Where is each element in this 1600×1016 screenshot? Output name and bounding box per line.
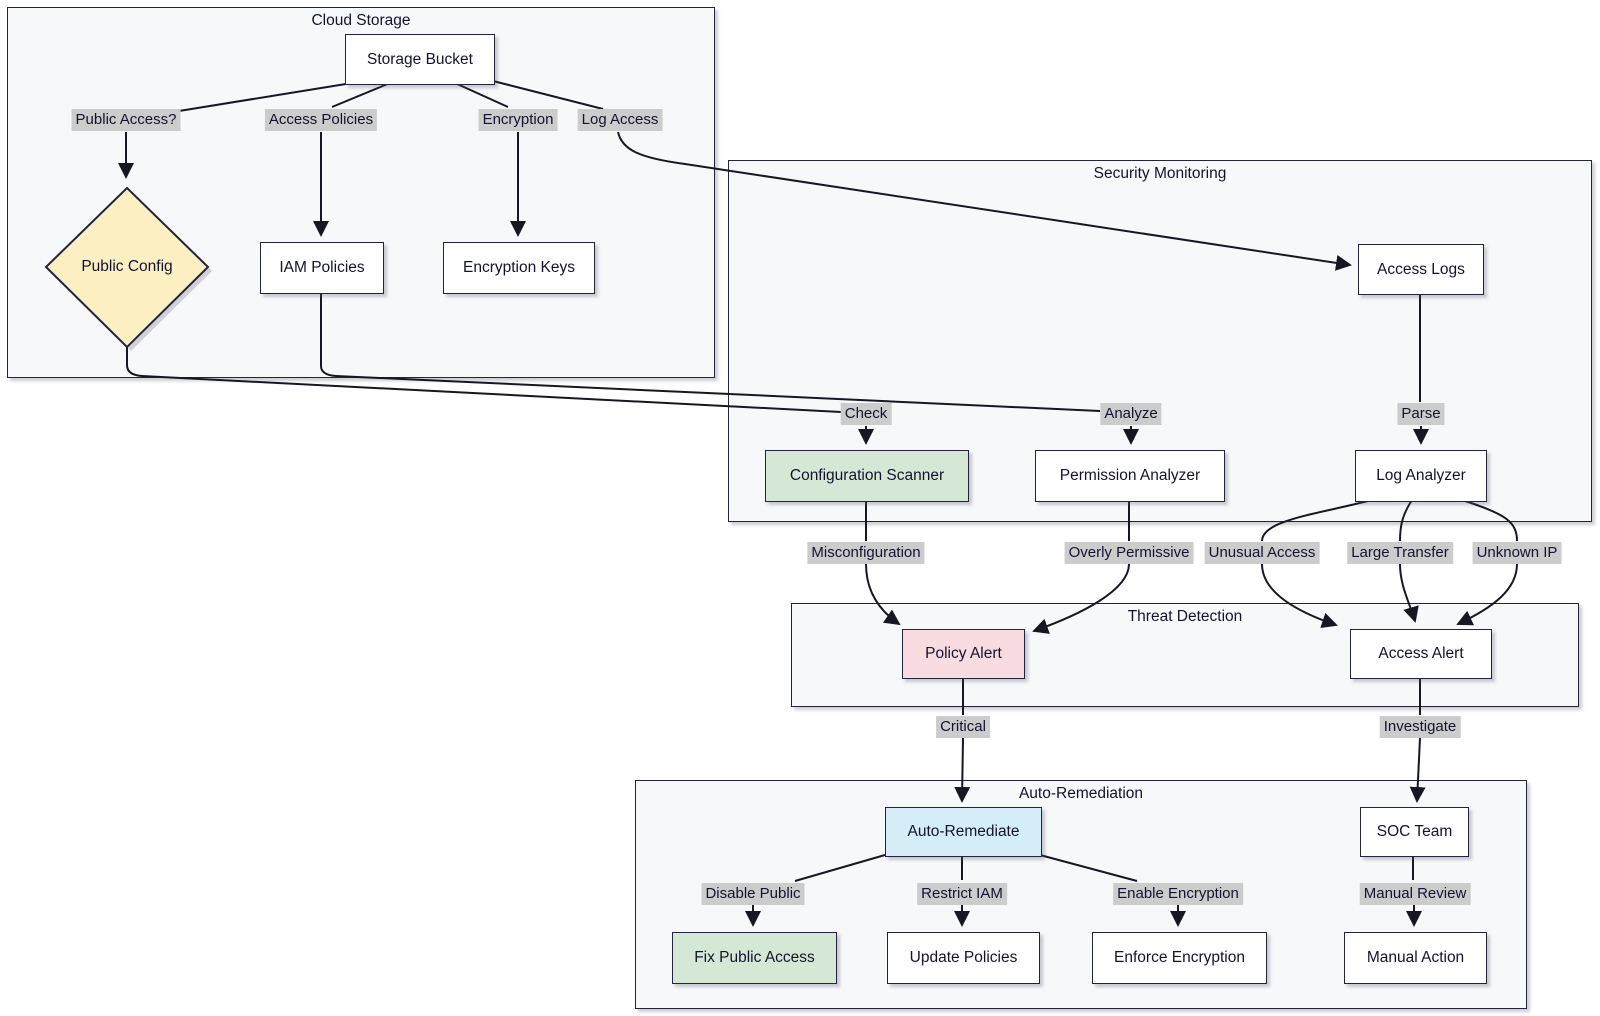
node-access-alert: Access Alert xyxy=(1350,629,1492,679)
edge-unknown-ip-to-access-alert xyxy=(1456,563,1518,626)
node-update-policies: Update Policies xyxy=(887,932,1040,984)
node-encryption-keys: Encryption Keys xyxy=(443,242,595,294)
node-enforce-encryption: Enforce Encryption xyxy=(1092,932,1267,984)
node-manual-action: Manual Action xyxy=(1344,932,1487,984)
edge-public-config-to-check-label xyxy=(126,347,842,413)
node-log-analyzer: Log Analyzer xyxy=(1355,450,1487,502)
edge-investigate-to-soc-team xyxy=(1409,737,1426,803)
edge-label-enable-encryption: Enable Encryption xyxy=(1113,883,1243,905)
node-storage-bucket-label: Storage Bucket xyxy=(367,50,473,68)
edge-label-investigate: Investigate xyxy=(1379,716,1461,738)
edge-label-public-access: Public Access? xyxy=(71,109,181,131)
edge-bucket-to-log-access-label xyxy=(492,80,604,110)
node-configuration-scanner-label: Configuration Scanner xyxy=(789,467,945,484)
edge-unusual-access-to-access-alert xyxy=(1261,563,1338,629)
node-auto-remediate: Auto-Remediate xyxy=(885,807,1042,857)
edge-iam-to-analyze-label xyxy=(320,292,1101,412)
node-policy-alert: Policy Alert xyxy=(902,629,1025,679)
edge-auto-remediate-to-enable-encryption-label xyxy=(1039,854,1138,882)
edge-bucket-to-encryption-label xyxy=(454,82,509,108)
node-storage-bucket: Storage Bucket xyxy=(345,34,495,85)
edge-log-access-to-access-logs xyxy=(617,131,1352,271)
edge-large-transfer-to-access-alert xyxy=(1399,563,1419,623)
edge-label-large-transfer: Large Transfer xyxy=(1347,542,1453,564)
node-log-analyzer-label: Log Analyzer xyxy=(1376,467,1466,484)
edge-label-log-access: Log Access xyxy=(577,109,663,131)
node-iam-policies: IAM Policies xyxy=(260,242,384,294)
container-title-security-monitoring: Security Monitoring xyxy=(1093,165,1227,182)
edge-label-manual-review: Manual Review xyxy=(1359,883,1471,905)
node-permission-analyzer-label: Permission Analyzer xyxy=(1059,467,1201,484)
edge-label-critical: Critical xyxy=(936,716,990,738)
edge-log-analyzer-to-unusual-access-label xyxy=(1261,499,1373,542)
node-enforce-encryption-label: Enforce Encryption xyxy=(1114,949,1245,966)
node-policy-alert-label: Policy Alert xyxy=(925,645,1002,662)
node-iam-policies-label: IAM Policies xyxy=(279,259,365,276)
node-manual-action-label: Manual Action xyxy=(1366,949,1465,966)
edge-log-analyzer-to-large-transfer-label xyxy=(1399,499,1413,542)
node-fix-public-access: Fix Public Access xyxy=(672,932,837,984)
node-soc-team-label: SOC Team xyxy=(1376,823,1453,840)
node-configuration-scanner: Configuration Scanner xyxy=(765,450,969,502)
container-title-threat-detection: Threat Detection xyxy=(1127,608,1243,625)
edge-bucket-to-public-access-label xyxy=(178,82,353,112)
edge-label-encryption: Encryption xyxy=(478,109,558,131)
node-auto-remediate-label: Auto-Remediate xyxy=(907,823,1020,840)
edge-label-access-policies: Access Policies xyxy=(264,109,378,131)
node-public-config-label: Public Config xyxy=(81,258,173,275)
edge-label-parse: Parse xyxy=(1397,403,1445,425)
edge-label-unknown-ip: Unknown IP xyxy=(1472,542,1562,564)
edge-label-misconfiguration: Misconfiguration xyxy=(807,542,925,564)
public-config-diamond xyxy=(44,186,210,349)
node-access-logs: Access Logs xyxy=(1358,244,1484,295)
edge-bucket-to-access-policies-label xyxy=(331,82,391,108)
node-access-logs-label: Access Logs xyxy=(1377,260,1465,278)
edge-label-analyze: Analyze xyxy=(1100,403,1162,425)
node-update-policies-label: Update Policies xyxy=(909,949,1018,966)
edge-label-unusual-access: Unusual Access xyxy=(1204,542,1320,564)
container-title-auto-remediation: Auto-Remediation xyxy=(1018,785,1144,802)
node-permission-analyzer: Permission Analyzer xyxy=(1035,450,1225,502)
edge-log-analyzer-to-unknown-ip-label xyxy=(1461,499,1518,542)
edge-label-disable-public: Disable Public xyxy=(701,883,805,905)
edge-misconfiguration-to-policy-alert xyxy=(865,563,901,626)
container-title-cloud-storage: Cloud Storage xyxy=(311,12,411,29)
edge-auto-remediate-to-disable-public-label xyxy=(794,854,886,882)
node-soc-team: SOC Team xyxy=(1360,807,1469,857)
edge-label-overly-permissive: Overly Permissive xyxy=(1064,542,1194,564)
edge-label-check: Check xyxy=(840,403,892,425)
node-access-alert-label: Access Alert xyxy=(1378,645,1464,662)
node-public-config: Public Config xyxy=(47,247,207,287)
edge-critical-to-auto-remediate xyxy=(954,737,971,803)
node-fix-public-access-label: Fix Public Access xyxy=(694,949,815,966)
node-encryption-keys-label: Encryption Keys xyxy=(463,259,575,276)
edge-overly-permissive-to-policy-alert xyxy=(1032,563,1130,634)
edge-label-restrict-iam: Restrict IAM xyxy=(917,883,1007,905)
